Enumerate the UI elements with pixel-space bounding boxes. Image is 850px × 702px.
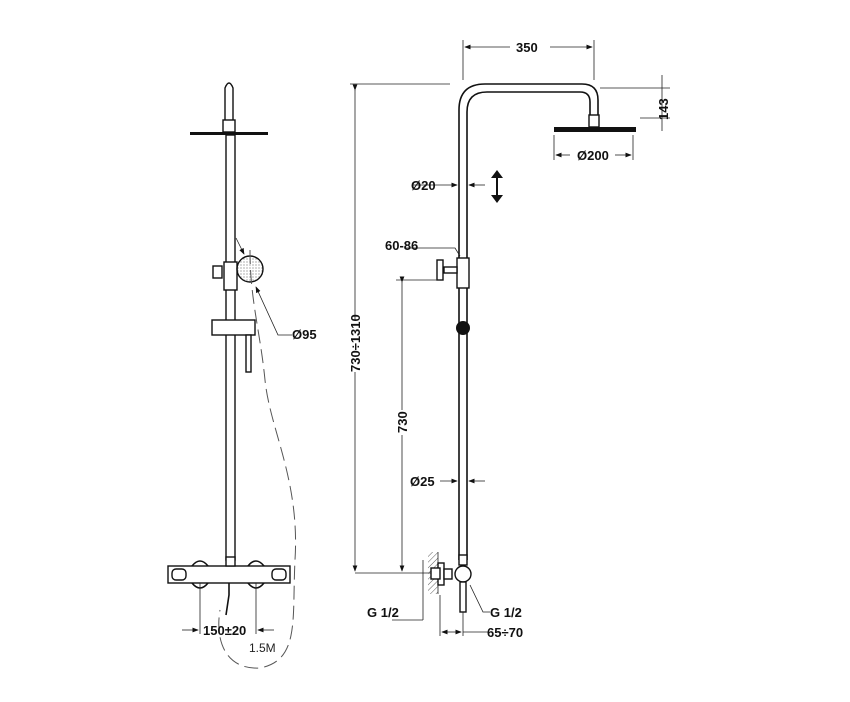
hose-length-label: 1.5M bbox=[249, 641, 276, 655]
inlet-pipe bbox=[459, 581, 467, 613]
front-view: Ø95 150±20 1.5M bbox=[167, 82, 317, 669]
slider-ball bbox=[456, 321, 470, 335]
side-holder-knob bbox=[436, 259, 444, 281]
hand-shower-holder bbox=[223, 261, 238, 291]
overhead-shower-head bbox=[554, 127, 636, 132]
hose-outlet bbox=[225, 583, 230, 616]
arm-reach-label: 350 bbox=[516, 40, 538, 55]
inlet-right-label: G 1/2 bbox=[490, 605, 522, 620]
head-drop-label: 143 bbox=[656, 98, 671, 120]
side-holder bbox=[456, 257, 470, 289]
gooseneck bbox=[224, 82, 234, 126]
shower-arm bbox=[458, 83, 599, 560]
overhead-shower-plate bbox=[190, 132, 268, 135]
total-height-label: 730÷1310 bbox=[348, 314, 363, 372]
lower-height-label: 730 bbox=[395, 411, 410, 433]
head-diameter-label: Ø200 bbox=[577, 148, 609, 163]
riser-rail bbox=[225, 134, 236, 561]
soap-shelf bbox=[211, 319, 256, 336]
hose-dashed bbox=[218, 249, 297, 669]
hand-shower-handle bbox=[245, 334, 252, 373]
holder-knob bbox=[212, 265, 223, 279]
upper-pipe-diameter-label: Ø20 bbox=[411, 178, 436, 193]
inlet-connector bbox=[454, 565, 472, 583]
lower-pipe-diameter-label: Ø25 bbox=[410, 474, 435, 489]
wall-offset-label: 65÷70 bbox=[487, 625, 523, 640]
mixer-centers-label: 150±20 bbox=[203, 623, 246, 638]
hand-shower-diameter-label: Ø95 bbox=[292, 327, 317, 342]
side-view: 350 143 Ø200 Ø20 60-86 730÷1310 730 Ø2 bbox=[348, 40, 671, 640]
adjustable-height-arrow-icon bbox=[491, 170, 503, 203]
head-connector bbox=[222, 119, 236, 133]
holder-range-label: 60-86 bbox=[385, 238, 418, 253]
inlet-left-label: G 1/2 bbox=[367, 605, 399, 620]
